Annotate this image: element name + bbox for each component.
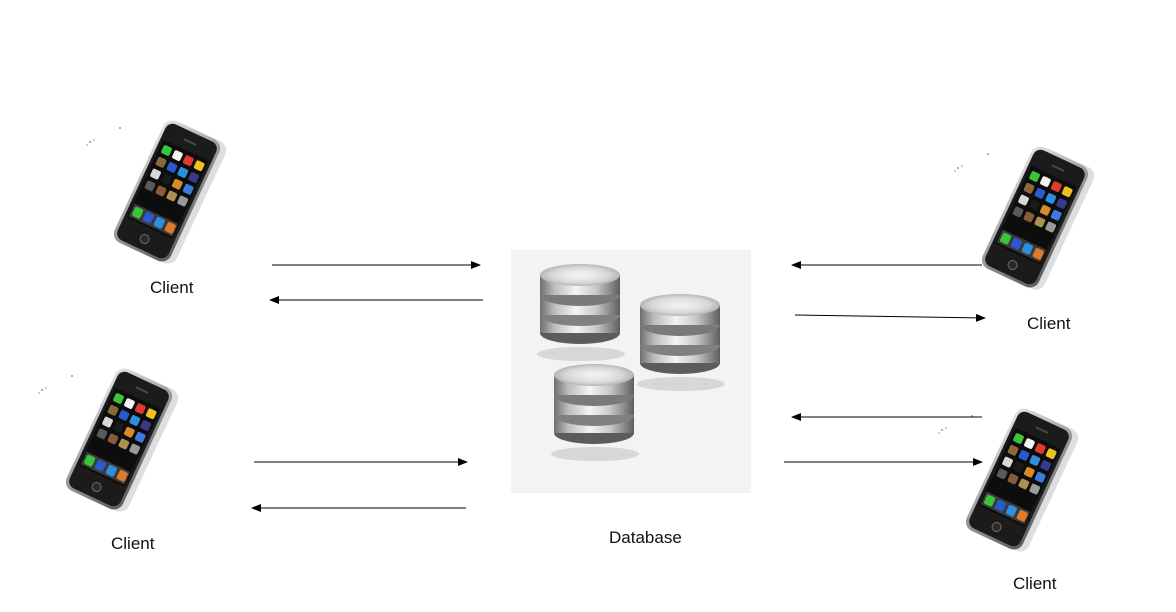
database-label: Database xyxy=(609,528,682,547)
client-label-bottom-right: Client xyxy=(1013,574,1057,593)
client-label-top-left: Client xyxy=(150,278,194,297)
client-label-bottom-left: Client xyxy=(111,534,155,553)
client-label-top-right: Client xyxy=(1027,314,1071,333)
edge-arrow-database-to-client-top-right xyxy=(794,313,986,322)
database-icon xyxy=(537,264,725,461)
database-node xyxy=(511,250,751,493)
